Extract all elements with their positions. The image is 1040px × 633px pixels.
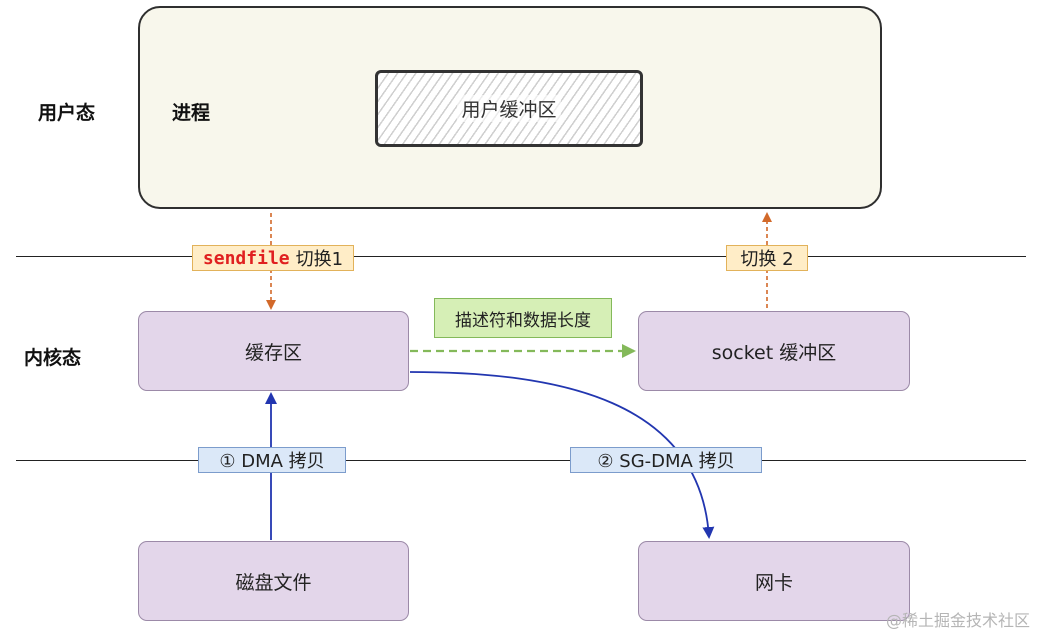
kernel-mode-label: 内核态: [24, 347, 82, 369]
disk-file-label: 磁盘文件: [235, 571, 312, 594]
switch1-text: 切换1: [295, 249, 344, 270]
nic-label: 网卡: [754, 571, 793, 594]
sg-dma-copy-arrow: [409, 371, 715, 539]
process-label: 进程: [172, 102, 211, 124]
descriptor-text: 描述符和数据长度: [455, 310, 591, 331]
sendfile-keyword: sendfile: [202, 247, 290, 269]
disk-file-box: 磁盘文件: [138, 541, 409, 621]
sg-dma-copy-tag: ② SG-DMA 拷贝: [570, 447, 762, 473]
sg-dma-copy-text: ② SG-DMA 拷贝: [597, 451, 735, 472]
user-buffer-label: 用户缓冲区: [457, 95, 561, 122]
descriptor-tag: 描述符和数据长度: [434, 298, 612, 338]
cache-label: 缓存区: [244, 341, 302, 364]
dma-copy-tag: ① DMA 拷贝: [198, 447, 346, 473]
cache-box: 缓存区: [138, 311, 409, 391]
user-kernel-divider: [16, 256, 1026, 257]
kernel-hardware-divider: [16, 460, 1026, 461]
switch2-tag: 切换 2: [726, 245, 808, 271]
nic-box: 网卡: [638, 541, 910, 621]
dma-copy-text: ① DMA 拷贝: [219, 451, 325, 472]
user-mode-label: 用户态: [38, 102, 96, 124]
watermark: @稀土掘金技术社区: [885, 611, 1030, 630]
switch2-text: 切换 2: [740, 249, 794, 270]
socket-buffer-box: socket 缓冲区: [638, 311, 910, 391]
socket-buffer-label: socket 缓冲区: [711, 341, 837, 364]
user-buffer-box: 用户缓冲区: [375, 70, 643, 147]
switch1-tag: sendfile 切换1: [192, 245, 354, 271]
